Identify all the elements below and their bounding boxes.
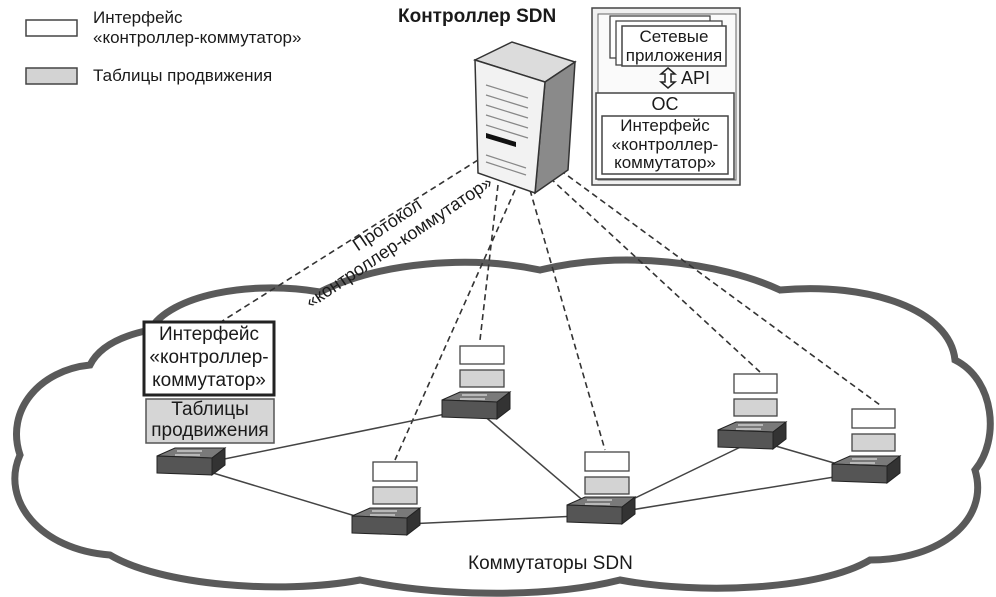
detail-tables-label: Таблицы продвижения [151, 399, 269, 441]
os-interface-label: Интерфейс «контроллер- коммутатор» [611, 116, 719, 172]
api-arrow-icon [658, 67, 678, 89]
legend-interface-label: Интерфейс «контроллер-коммутатор» [93, 8, 302, 47]
sdn-switch-icon [717, 420, 788, 451]
switches-label: Коммутаторы SDN [468, 553, 633, 574]
legend-interface-swatch [25, 19, 78, 37]
controller-software-panel [591, 7, 741, 186]
sdn-switch-icon [156, 446, 227, 477]
controller-server [472, 41, 577, 195]
sdn-switch-icon [566, 495, 637, 526]
detail-tables-box [145, 398, 275, 444]
os-label: ОС [651, 94, 679, 114]
sdn-switch-icon [351, 506, 422, 537]
api-label: API [681, 68, 711, 88]
control-links [215, 159, 881, 461]
detail-interface-label: Интерфейс «контроллер- коммутатор» [149, 324, 269, 391]
switch-tables [372, 345, 896, 505]
legend-tables-swatch [25, 67, 78, 85]
switch-links [189, 407, 866, 526]
legend-tables-label: Таблицы продвижения [93, 66, 273, 85]
detail-interface-box [142, 320, 276, 397]
network-apps-label: Сетевые приложения [625, 27, 723, 65]
controller-title: Контроллер SDN [398, 6, 557, 27]
sdn-switch-icon [831, 454, 902, 485]
sdn-switch-icon [441, 390, 512, 421]
